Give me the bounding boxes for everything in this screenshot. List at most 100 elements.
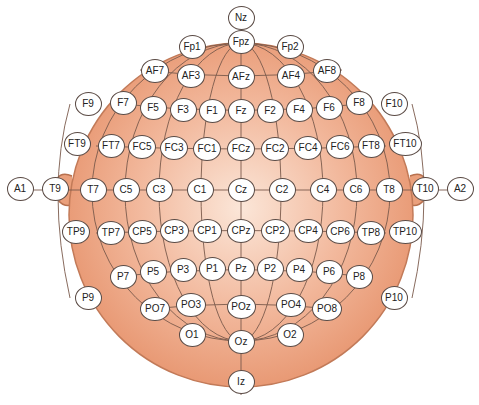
electrode-circle: P4 bbox=[286, 258, 313, 282]
electrode-label: F6 bbox=[323, 103, 335, 113]
electrode-circle: T7 bbox=[80, 178, 107, 202]
electrode-circle: CP6 bbox=[326, 220, 355, 244]
electrode-circle: FC2 bbox=[261, 137, 289, 161]
electrode-label: F9 bbox=[82, 99, 94, 109]
electrode-circle: P8 bbox=[346, 265, 373, 289]
electrode-circle: F2 bbox=[257, 99, 284, 123]
electrode-circle: Oz bbox=[228, 330, 255, 354]
electrode-circle: AF3 bbox=[177, 64, 205, 88]
electrode-label: CP4 bbox=[298, 226, 317, 236]
electrode-circle: F8 bbox=[346, 91, 373, 115]
electrode-label: CPz bbox=[232, 226, 251, 236]
electrode-label: AF3 bbox=[182, 71, 200, 81]
electrode-circle: C6 bbox=[343, 178, 370, 202]
electrode-circle: FC3 bbox=[160, 136, 188, 160]
electrode-label: O1 bbox=[185, 330, 198, 340]
electrode-circle: FC1 bbox=[193, 137, 221, 161]
electrode-circle: P3 bbox=[170, 258, 197, 282]
electrode-circle: Fp2 bbox=[277, 35, 304, 59]
electrode-circle: TP8 bbox=[357, 221, 385, 245]
electrode-label: F10 bbox=[385, 99, 402, 109]
electrode-circle: FC5 bbox=[128, 135, 156, 159]
electrode-label: Oz bbox=[235, 337, 248, 347]
electrode-label: F1 bbox=[206, 106, 218, 116]
electrode-circle: F7 bbox=[110, 91, 137, 115]
electrode-circle: F4 bbox=[286, 98, 313, 122]
electrode-circle: PO3 bbox=[176, 293, 206, 317]
electrode-label: P3 bbox=[177, 265, 189, 275]
electrode-label: FC5 bbox=[133, 142, 152, 152]
electrode-circle: CPz bbox=[227, 219, 255, 243]
electrode-circle: F6 bbox=[316, 96, 343, 120]
electrode-circle: PO4 bbox=[276, 293, 306, 317]
electrode-label: AF4 bbox=[282, 71, 300, 81]
electrode-label: AFz bbox=[232, 72, 250, 82]
electrode-label: A1 bbox=[14, 184, 26, 194]
electrode-label: P6 bbox=[323, 267, 335, 277]
electrode-circle: T8 bbox=[376, 178, 403, 202]
electrode-label: CP2 bbox=[265, 226, 284, 236]
electrode-label: P7 bbox=[117, 272, 129, 282]
electrode-label: T9 bbox=[49, 184, 61, 194]
electrode-circle: C2 bbox=[269, 178, 296, 202]
electrode-circle: P1 bbox=[199, 257, 226, 281]
electrode-label: FT10 bbox=[393, 139, 416, 149]
electrode-circle: FT9 bbox=[64, 132, 91, 156]
electrode-label: F2 bbox=[264, 106, 276, 116]
electrode-label: C2 bbox=[276, 185, 289, 195]
electrode-circle: C5 bbox=[113, 178, 140, 202]
electrode-circle: P2 bbox=[257, 257, 284, 281]
electrode-circle: O2 bbox=[277, 323, 304, 347]
electrode-circle: A2 bbox=[447, 177, 474, 201]
electrode-label: CP3 bbox=[164, 226, 183, 236]
electrode-circle: CP1 bbox=[193, 219, 222, 243]
electrode-circle: Nz bbox=[228, 6, 255, 30]
electrode-label: P1 bbox=[206, 264, 218, 274]
electrode-label: POz bbox=[231, 302, 250, 312]
electrode-circle: P6 bbox=[316, 260, 343, 284]
electrode-circle: P10 bbox=[381, 286, 408, 310]
electrode-label: CP5 bbox=[132, 227, 151, 237]
electrode-label: C3 bbox=[153, 185, 166, 195]
electrode-circle: Iz bbox=[228, 370, 255, 394]
electrode-label: CP6 bbox=[330, 227, 349, 237]
electrode-circle: TP7 bbox=[97, 221, 125, 245]
electrode-label: A2 bbox=[454, 184, 466, 194]
electrode-circle: C4 bbox=[310, 178, 337, 202]
electrode-label: TP8 bbox=[362, 228, 380, 238]
electrode-label: F5 bbox=[147, 103, 159, 113]
electrode-label: FT9 bbox=[68, 139, 86, 149]
electrode-label: TP10 bbox=[393, 227, 417, 237]
electrode-circle: Fp1 bbox=[179, 35, 206, 59]
electrode-circle: C3 bbox=[146, 178, 173, 202]
electrode-label: PO4 bbox=[281, 300, 301, 310]
electrode-circle: F1 bbox=[199, 99, 226, 123]
electrode-label: Pz bbox=[235, 264, 247, 274]
electrode-label: FC3 bbox=[165, 143, 184, 153]
electrode-circle: Pz bbox=[228, 257, 255, 281]
electrode-label: FT7 bbox=[102, 141, 120, 151]
electrode-circle: Fpz bbox=[228, 30, 255, 54]
electrode-circle: F5 bbox=[140, 96, 167, 120]
electrode-circle: T10 bbox=[412, 177, 439, 201]
electrode-circle: AFz bbox=[228, 65, 255, 89]
electrode-label: AF8 bbox=[318, 66, 336, 76]
electrode-label: FC1 bbox=[198, 144, 217, 154]
electrode-label: F4 bbox=[293, 105, 305, 115]
electrode-circle: A1 bbox=[7, 177, 34, 201]
electrode-circle: C1 bbox=[187, 178, 214, 202]
electrode-label: CP1 bbox=[197, 226, 216, 236]
electrode-circle: FT8 bbox=[358, 134, 385, 158]
electrode-label: Fpz bbox=[233, 37, 250, 47]
electrode-circle: O1 bbox=[179, 323, 206, 347]
electrode-label: Fp2 bbox=[281, 42, 298, 52]
electrode-circle: FC6 bbox=[326, 135, 354, 159]
electrode-label: P4 bbox=[293, 265, 305, 275]
electrode-circle: FC4 bbox=[294, 136, 322, 160]
electrode-label: C4 bbox=[317, 185, 330, 195]
electrode-circle: CP3 bbox=[160, 219, 189, 243]
electrode-circle: F3 bbox=[170, 98, 197, 122]
electrode-label: PO8 bbox=[317, 304, 337, 314]
electrode-label: T8 bbox=[383, 185, 395, 195]
electrode-circle: FCz bbox=[227, 137, 255, 161]
